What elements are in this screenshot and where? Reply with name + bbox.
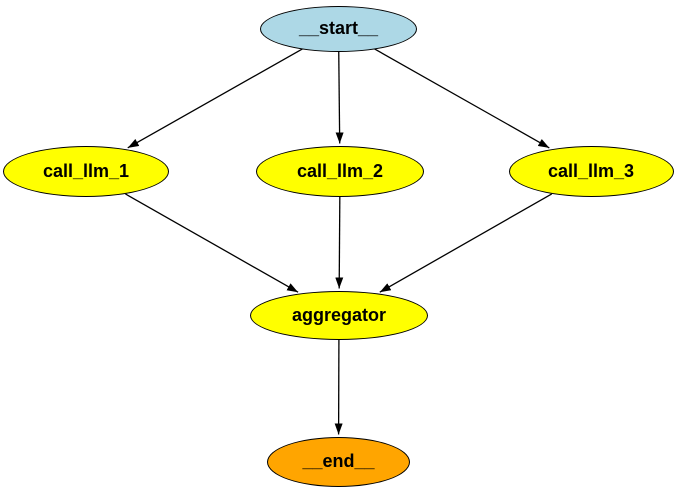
node-end: __end__ bbox=[267, 437, 410, 487]
node-call-llm-3-label: call_llm_3 bbox=[547, 160, 635, 181]
edge-__start__-to-call_llm_1 bbox=[127, 48, 303, 149]
node-start-label: __start__ bbox=[298, 17, 379, 38]
edge-__start__-to-call_llm_2 bbox=[335, 51, 344, 144]
edge-call_llm_3-to-aggregator bbox=[379, 193, 553, 293]
edge-call_llm_2-to-aggregator bbox=[335, 196, 344, 289]
edge-call_llm_1-to-aggregator bbox=[125, 193, 299, 293]
edge-__start__-to-call_llm_3 bbox=[374, 48, 550, 149]
node-end-label: __end__ bbox=[302, 451, 375, 471]
node-call-llm-2-label: call_llm_2 bbox=[296, 160, 384, 181]
node-start: __start__ bbox=[260, 5, 417, 52]
node-call-llm-1-label: call_llm_1 bbox=[42, 160, 130, 181]
node-call-llm-1: call_llm_1 bbox=[3, 146, 169, 197]
node-call-llm-3: call_llm_3 bbox=[508, 146, 674, 197]
node-aggregator-label: aggregator bbox=[291, 304, 387, 325]
node-aggregator: aggregator bbox=[250, 291, 428, 340]
node-call-llm-2: call_llm_2 bbox=[256, 146, 424, 197]
